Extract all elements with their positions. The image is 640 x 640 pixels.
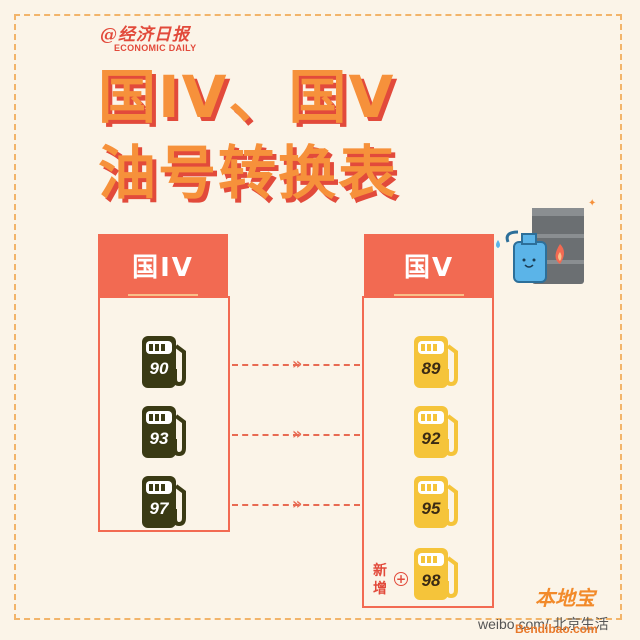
arrow-connector: [232, 434, 360, 438]
grade-label: 97: [149, 499, 169, 518]
plus-icon: +: [394, 572, 408, 586]
fuel-pump-icon: 89: [410, 334, 466, 390]
chevron-right-icon: »: [292, 354, 303, 373]
fuel-pump-icon: 92: [410, 404, 466, 460]
title-line-1: 国IV、国V: [98, 63, 396, 131]
brand-subtitle: ECONOMIC DAILY: [114, 43, 197, 53]
brand-logo: @经济日报 ECONOMIC DAILY: [100, 20, 196, 53]
header-guo-v: 国V: [364, 234, 494, 304]
title-line-2: 油号转换表: [98, 139, 399, 207]
fuel-pump-icon: 95: [410, 474, 466, 530]
grade-label: 92: [421, 429, 441, 448]
fuel-pump-icon: 93: [138, 404, 194, 460]
dashed-frame: [14, 14, 622, 620]
arrow-connector: [232, 364, 360, 368]
grade-label: 89: [421, 359, 441, 378]
fuel-pump-icon: 90: [138, 334, 194, 390]
chevron-right-icon: »: [292, 494, 303, 513]
fuel-pump-icon: 97: [138, 474, 194, 530]
chevron-right-icon: »: [292, 424, 303, 443]
arrow-connector: [232, 504, 360, 508]
watermark-logo: 本地宝: [535, 588, 595, 610]
svg-text:✦: ✦: [588, 198, 596, 209]
grade-label: 90: [149, 359, 169, 378]
grade-label: 98: [421, 571, 441, 590]
watermark-url: Bendibao.com: [515, 622, 598, 636]
new-label: 新增: [373, 563, 387, 597]
grade-label: 95: [421, 499, 441, 518]
fuel-pump-icon: 98: [410, 546, 466, 602]
fuel-barrel-illustration: ✦: [496, 198, 596, 284]
grade-label: 93: [149, 429, 169, 448]
header-guo-iv: 国IV: [98, 234, 228, 304]
brand-name: @经济日报: [100, 25, 190, 45]
watermark-weibo: weibo.com/ 北京生活: [478, 616, 609, 632]
